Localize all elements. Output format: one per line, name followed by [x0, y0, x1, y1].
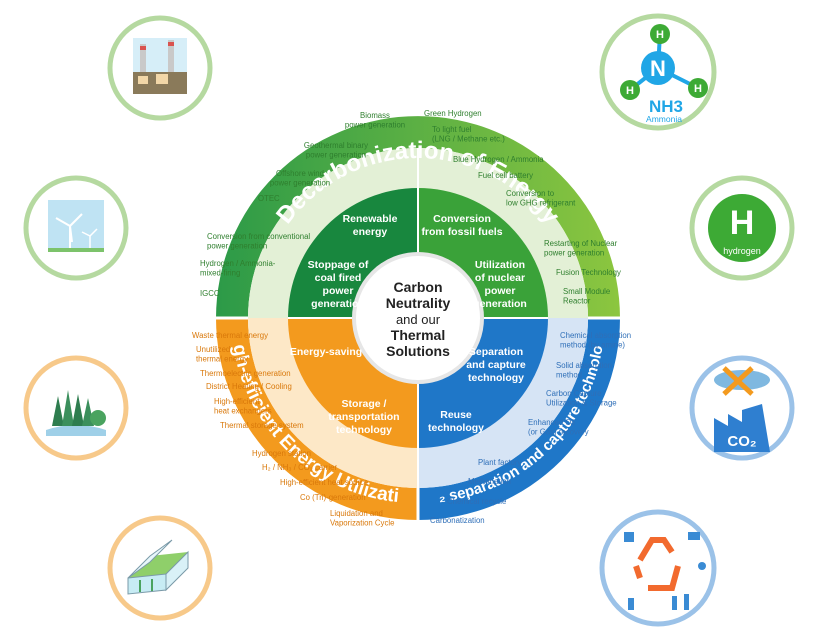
item-orange-5: Thermal storage system	[220, 421, 304, 430]
ammonia-n-letter: N	[650, 56, 666, 81]
item-orange-2: Thermoelectric generation	[200, 369, 291, 378]
co2-label: CO₂	[727, 433, 756, 450]
item-blue-7: Carbonatization	[430, 516, 485, 525]
item-green-right-0: Green Hydrogen	[424, 109, 482, 118]
item-green-left-6: IGCC	[200, 289, 220, 298]
item-blue-5: Methanation	[468, 477, 511, 486]
item-green-right-6: Fusion Technology	[556, 268, 621, 277]
center-line-1: Carbon	[394, 279, 443, 295]
ammonia-h-right: H	[694, 83, 702, 95]
item-green-right-1: To light fuel(LNG / Methane etc.)	[432, 125, 505, 144]
center-line-5: Solutions	[386, 343, 450, 359]
hydrogen-icon: H hydrogen	[689, 175, 795, 281]
icon-greenhouse	[107, 515, 213, 621]
item-blue-6: Chemical recycle	[447, 497, 506, 506]
center-line-4: Thermal	[391, 327, 445, 343]
outer-ring	[216, 116, 620, 520]
item-orange-3: District Heating / Cooling	[206, 382, 292, 391]
item-orange-0: Waste thermal energy	[192, 331, 268, 340]
icon-forest	[23, 355, 129, 461]
section-label-energy-saving: Energy-saving	[290, 346, 362, 358]
center-line-3: and our	[396, 312, 441, 327]
item-green-left-5: Hydrogen / Ammonia-mixed-firing	[200, 259, 276, 278]
item-orange-7: H₂ / NH₃ / CO₂ carrier	[262, 463, 337, 472]
hydrogen-label: hydrogen	[723, 246, 761, 256]
item-orange-6: Hydrogen station	[252, 449, 311, 458]
hydrogen-letter: H	[730, 204, 755, 242]
item-blue-3: Enhanced Oil(or Gas) recovery	[528, 418, 589, 437]
center-hub: Carbon Neutrality and our Thermal Soluti…	[352, 252, 484, 384]
item-green-left-3: OTEC	[258, 194, 280, 203]
icon-wind-turbines	[23, 175, 129, 281]
item-orange-8: High-efficient heat source	[280, 478, 368, 487]
ammonia-icon: N H H H NH3 Ammonia	[599, 13, 717, 131]
outer-ring-orange	[216, 318, 418, 520]
item-blue-4: Plant factory	[478, 458, 521, 467]
center-line-2: Neutrality	[386, 295, 451, 311]
ammonia-h-top: H	[656, 29, 664, 41]
outer-ring-blue	[418, 318, 620, 520]
recycle-icon	[599, 509, 717, 627]
item-green-right-3: Fuel cell battery	[478, 171, 533, 180]
ammonia-h-left: H	[626, 85, 634, 97]
co2-factory-icon: CO₂	[689, 355, 795, 461]
ammonia-label: Ammonia	[646, 114, 682, 124]
item-green-right-2: Blue Hydrogen / Ammonia	[453, 155, 544, 164]
ammonia-formula: NH3	[649, 97, 683, 116]
item-orange-9: Co (Tri)-generation	[300, 493, 366, 502]
icon-factory-town	[107, 15, 213, 121]
outer-ring-green	[216, 116, 620, 318]
